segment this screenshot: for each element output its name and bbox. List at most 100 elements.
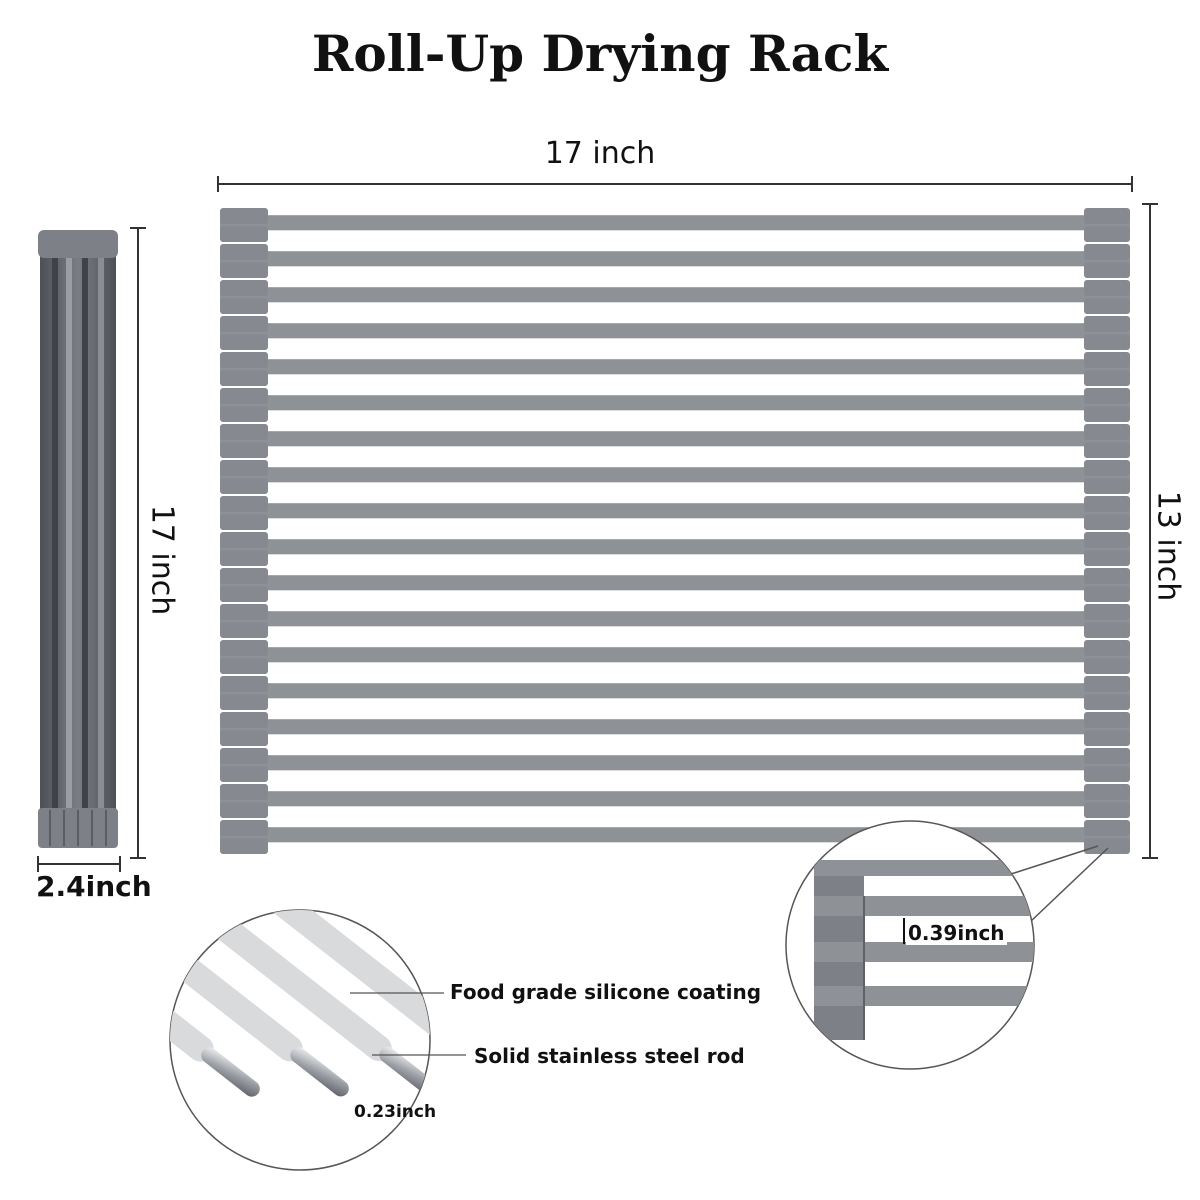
rack-side-link [220,208,268,224]
rack-rod [220,647,1130,663]
rack-side-link [1084,478,1130,494]
height-dimension-line [1142,203,1158,859]
width-dimension-line [217,176,1133,192]
rack-side-link [220,280,268,296]
rack-side-link [220,658,268,674]
rack-side-link [220,532,268,548]
rolled-diameter-label: 2.4inch [36,870,152,903]
silicone-coating-callout: Food grade silicone coating [450,980,762,1004]
height-label: 13 inch [1150,490,1186,602]
rack-side-link [220,388,268,404]
rack-rod [220,251,1130,267]
rack-side-link [1084,802,1130,818]
rack-side-link [220,244,268,260]
rack-rod [220,431,1130,447]
rack-rod [220,359,1130,375]
flat-rack [220,208,1130,854]
rack-side-link [220,226,268,242]
rack-side-link [220,442,268,458]
rack-rod [220,323,1130,339]
rolled-length-label: 17 inch [144,504,180,616]
rack-side-link [220,838,268,854]
rack-side-link [220,730,268,746]
rack-side-link [1084,316,1130,332]
rolled-rack [38,230,118,848]
rack-side-link [1084,496,1130,512]
rack-side-link [220,766,268,782]
rack-side-link [220,370,268,386]
rack-side-link [220,694,268,710]
rack-side-link [220,820,268,836]
rack-side-link [1084,244,1130,260]
rack-side-link [1084,208,1130,224]
rack-side-link [1084,658,1130,674]
rack-side-link [220,424,268,440]
rack-rod [220,287,1130,303]
rack-side-link [1084,406,1130,422]
rack-side-link [220,262,268,278]
rack-side-link [1084,748,1130,764]
rack-side-link [220,568,268,584]
rack-side-link [1084,586,1130,602]
rack-rod [220,467,1130,483]
rack-rod [220,827,1130,843]
rod-diameter-callout: 0.23inch [354,1102,437,1122]
page-title: Roll-Up Drying Rack [311,24,889,83]
rolled-diameter-dimension-line [37,856,121,872]
rack-side-link [1084,298,1130,314]
rack-side-link [220,640,268,656]
rack-side-link [1084,532,1130,548]
rack-side-link [1084,388,1130,404]
rack-side-link [1084,226,1130,242]
rack-side-link [1084,424,1130,440]
rack-side-link [220,406,268,422]
rack-side-link [1084,784,1130,800]
rack-side-link [220,496,268,512]
zoom-circle-rod-gap [785,820,1035,1070]
rack-rod [220,215,1130,231]
callout-leaders [350,992,466,1056]
rack-side-link [1084,568,1130,584]
rack-side-link [220,748,268,764]
rack-side-link [220,514,268,530]
rack-rod [220,755,1130,771]
rolled-length-dimension-line [130,227,146,859]
rack-side-link [1084,766,1130,782]
rack-side-link [1084,694,1130,710]
rack-side-link [1084,334,1130,350]
rack-side-link [220,676,268,692]
rack-side-link [220,586,268,602]
rack-side-link [1084,838,1130,854]
rack-side-link [220,478,268,494]
rack-side-link [1084,442,1130,458]
rod-gap-callout: 0.39inch [906,921,1007,945]
rack-side-link [220,784,268,800]
rack-side-link [220,334,268,350]
rack-side-link [220,802,268,818]
rack-side-link [1084,262,1130,278]
rack-side-link [1084,730,1130,746]
rack-side-link [220,604,268,620]
rack-rod [220,575,1130,591]
rack-side-link [1084,370,1130,386]
rack-rod [220,503,1130,519]
rack-rod [220,791,1130,807]
rack-rod [220,719,1130,735]
rack-side-link [220,550,268,566]
rack-side-link [1084,604,1130,620]
steel-rod-callout: Solid stainless steel rod [474,1044,745,1068]
zoom-circle-rod-detail [169,909,431,1171]
rack-rod [220,539,1130,555]
rack-rod [220,395,1130,411]
rack-side-link [1084,712,1130,728]
rack-side-link [220,316,268,332]
rack-side-link [1084,550,1130,566]
rack-side-link [1084,280,1130,296]
rack-rod [220,611,1130,627]
rack-side-link [1084,820,1130,836]
rack-side-link [1084,676,1130,692]
rack-side-link [1084,514,1130,530]
rack-side-link [1084,352,1130,368]
rack-side-link [1084,640,1130,656]
rack-side-link [220,460,268,476]
